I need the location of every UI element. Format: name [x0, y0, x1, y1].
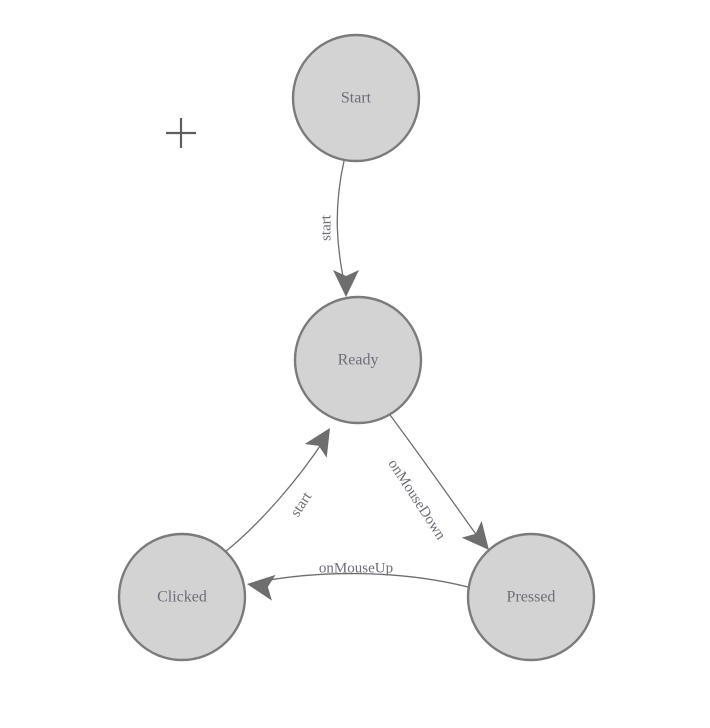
edge-label: start — [288, 489, 316, 520]
edge-ready-to-pressed[interactable]: onMouseDown — [385, 414, 499, 558]
crosshair-marker[interactable] — [166, 118, 196, 148]
arrowhead-icon — [247, 574, 276, 601]
node-circle[interactable] — [117, 532, 247, 662]
edge-clicked-to-ready[interactable]: start — [224, 421, 341, 553]
node-pressed[interactable]: Pressed — [466, 532, 596, 662]
arrowhead-icon — [333, 270, 359, 297]
edge-label: onMouseUp — [319, 560, 393, 576]
edge-start-to-ready[interactable]: start — [318, 160, 359, 297]
edge-line — [224, 439, 325, 553]
node-start[interactable]: Start — [291, 33, 421, 163]
edge-pressed-to-clicked[interactable]: onMouseUp — [245, 560, 469, 601]
edge-line — [257, 572, 469, 588]
edge-label: start — [318, 214, 334, 241]
node-ready[interactable]: Ready — [293, 295, 423, 425]
arrowhead-icon — [304, 428, 330, 458]
node-circle[interactable] — [466, 532, 596, 662]
node-label: Pressed — [507, 589, 556, 606]
node-label: Start — [341, 90, 372, 107]
node-circle[interactable] — [291, 33, 421, 163]
markers-layer — [166, 118, 196, 148]
edge-label: onMouseDown — [385, 457, 449, 544]
arrowhead-icon — [461, 520, 489, 550]
node-clicked[interactable]: Clicked — [117, 532, 247, 662]
node-label: Ready — [338, 352, 379, 369]
edge-line — [336, 160, 346, 287]
edge-line — [389, 414, 481, 541]
node-circle[interactable] — [293, 295, 423, 425]
node-label: Clicked — [157, 589, 207, 606]
